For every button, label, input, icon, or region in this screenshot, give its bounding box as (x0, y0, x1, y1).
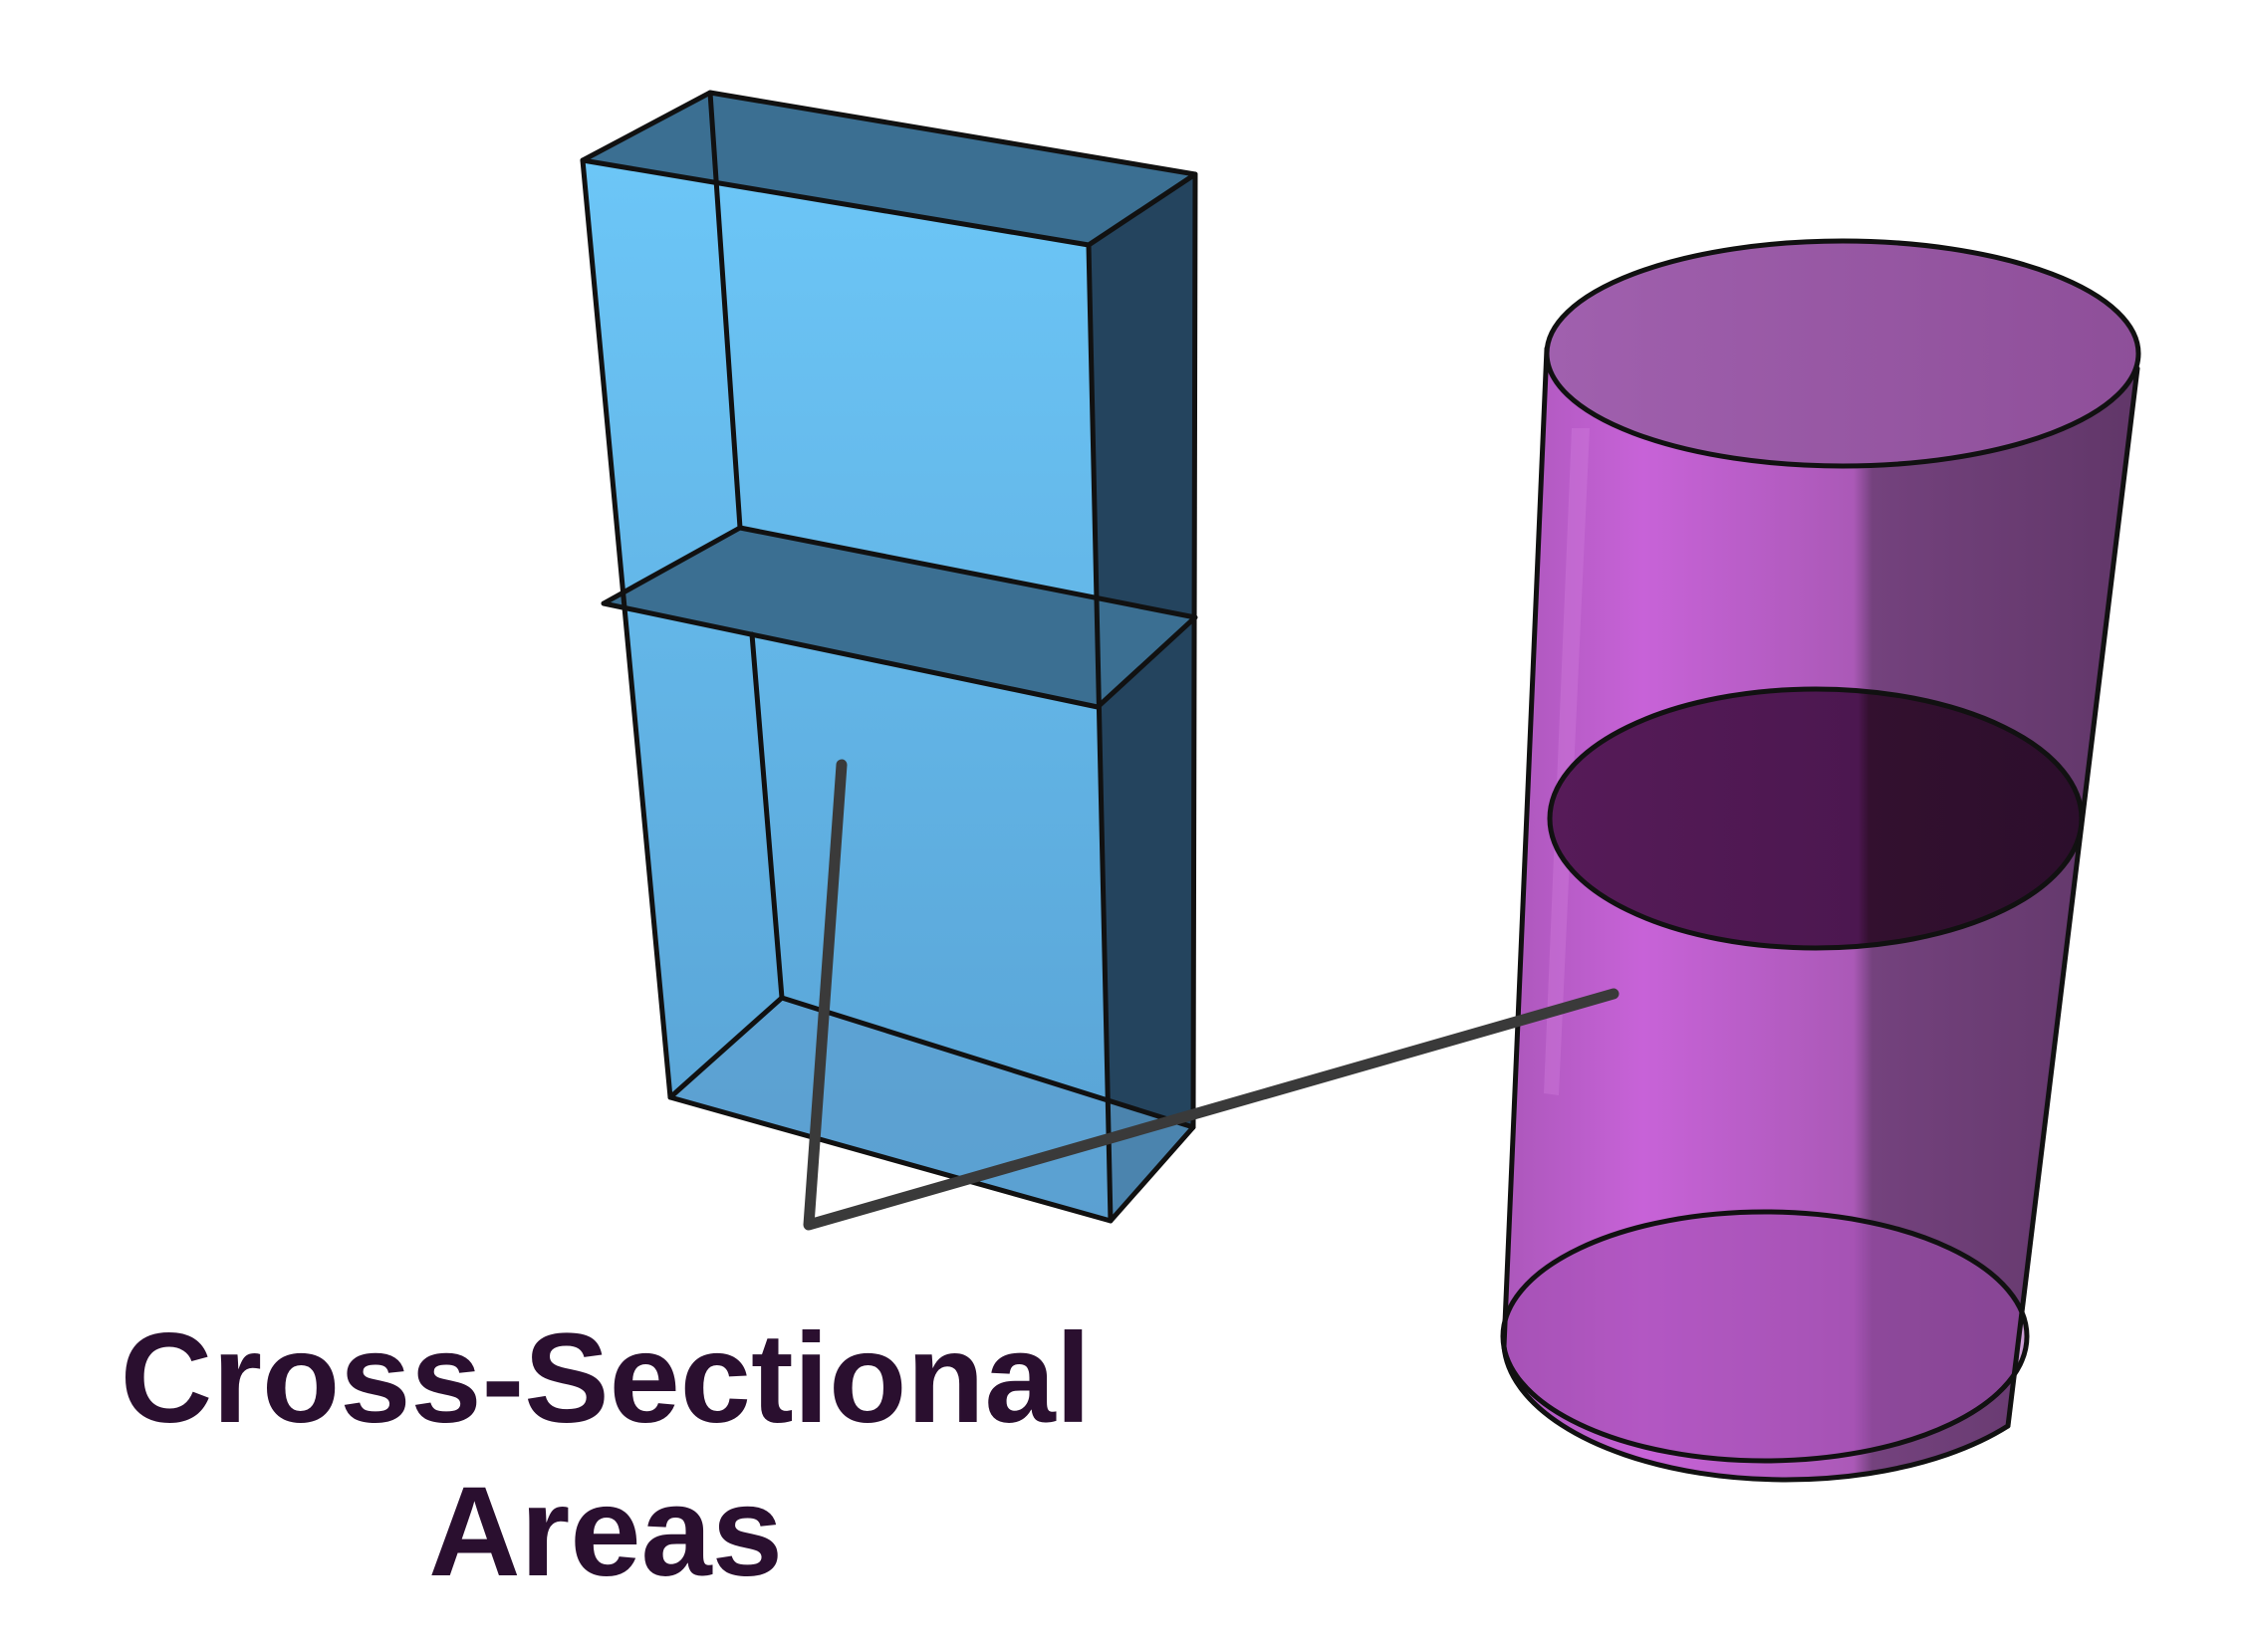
cylinder-top-face (1547, 241, 2138, 466)
cylinder-cross-section (1550, 689, 2082, 948)
prism-edges (580, 90, 1198, 1224)
prism-bottom-face (670, 998, 1193, 1221)
cylinder (1500, 238, 2141, 1483)
prism-top-face (583, 93, 1195, 245)
leader-line (803, 759, 1619, 1231)
cylinder-edges (1500, 238, 2141, 1483)
prism-side-face (1089, 174, 1195, 1221)
prism-cross-section (604, 528, 1195, 707)
cylinder-bottom-face (1503, 1212, 2027, 1461)
prism-front-face (583, 160, 1111, 1221)
cylinder-highlight (1544, 428, 1590, 1095)
caption-line-1: Cross-Sectional (121, 1307, 1092, 1450)
caption-line-2: Areas (428, 1461, 783, 1603)
caption: Cross-Sectional Areas (121, 1307, 1092, 1603)
rectangular-prism (580, 90, 1198, 1224)
